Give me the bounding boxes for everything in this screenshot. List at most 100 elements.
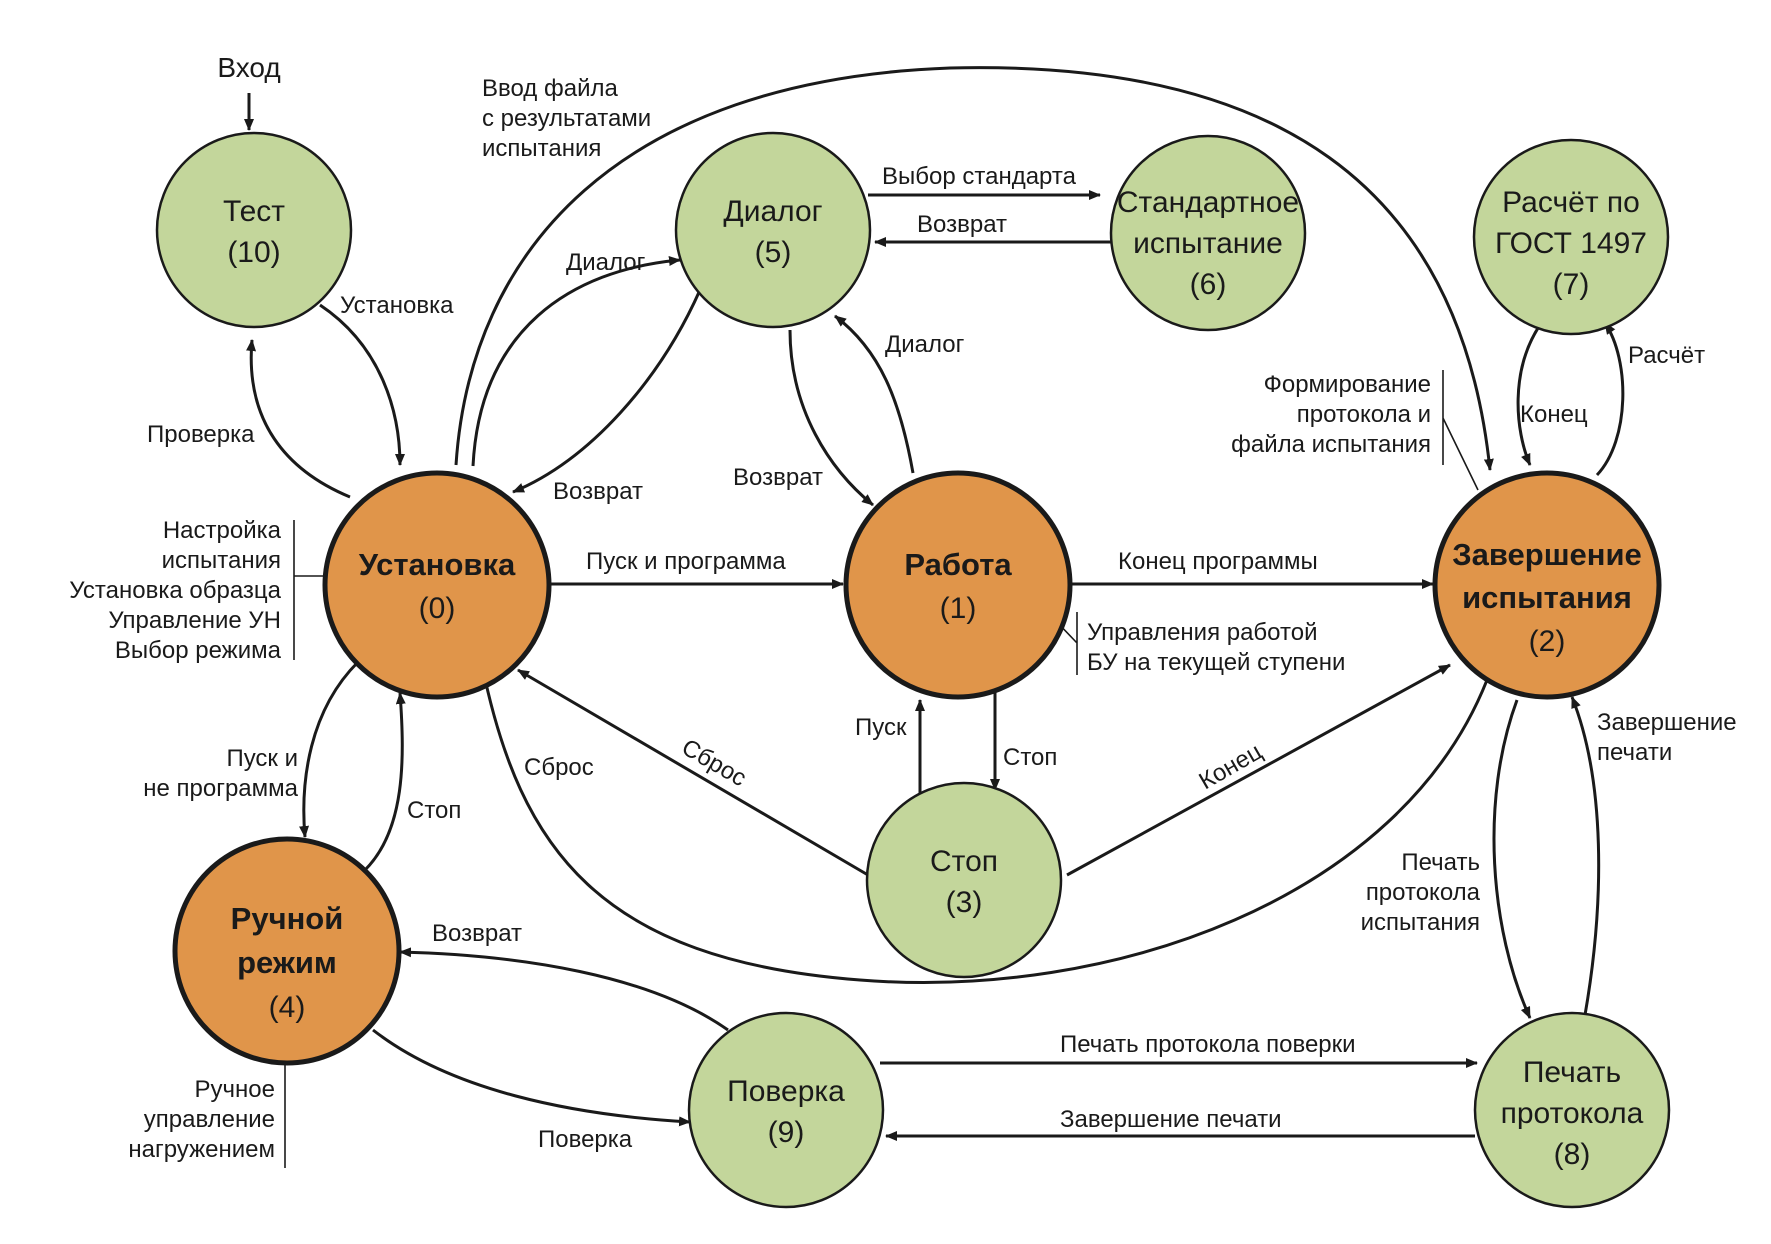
- label-1-5: Диалог: [885, 331, 965, 358]
- label-0-10: Проверка: [147, 421, 255, 448]
- node-8-subtitle: протокола: [1501, 1097, 1644, 1130]
- edge-5-0: [512, 289, 702, 494]
- label-8-2-2: печати: [1597, 739, 1672, 766]
- label-0-4-2: не программа: [143, 775, 298, 802]
- label-file-3: испытания: [482, 135, 601, 162]
- node-4-number: (4): [269, 991, 306, 1024]
- node-1-number: (1): [940, 592, 977, 625]
- label-4-9: Поверка: [538, 1126, 633, 1153]
- edge-3-2: [1066, 663, 1451, 877]
- node-3-number: (3): [946, 886, 983, 919]
- n0-note: Настройка: [163, 517, 282, 544]
- node-10-number: (10): [227, 236, 280, 269]
- node-7-subtitle: ГОСТ 1497: [1495, 227, 1647, 260]
- label-5-0: Возврат: [553, 478, 643, 505]
- label-7-2: Конец: [1520, 401, 1588, 428]
- label-10-0: Установка: [340, 292, 454, 319]
- n1-note: БУ на текущей ступени: [1087, 649, 1345, 676]
- label-0-4-1: Пуск и: [226, 745, 298, 772]
- node-4-subtitle: режим: [237, 945, 337, 980]
- label-9-8: Печать протокола поверки: [1060, 1031, 1356, 1058]
- label-2-7: Расчёт: [1628, 342, 1705, 369]
- node-0-title: Установка: [359, 547, 516, 582]
- node-1[interactable]: Работа (1): [843, 470, 1073, 700]
- node-4[interactable]: Ручной режим (4): [172, 836, 402, 1066]
- edge-0-2-file: [454, 66, 1494, 471]
- n0-note: Установка образца: [69, 577, 281, 604]
- edge-8-2: [1570, 696, 1601, 1016]
- n1-note: Управления работой: [1087, 619, 1317, 646]
- label-0-1: Пуск и программа: [586, 548, 786, 575]
- node-2[interactable]: Завершение испытания (2): [1432, 470, 1662, 700]
- node-6[interactable]: Стандартное испытание (6): [1109, 134, 1307, 332]
- n2-notes: Формирование протокола и файла испытания: [1231, 371, 1431, 458]
- node-4-title: Ручной: [231, 901, 344, 936]
- n0-note: испытания: [162, 547, 281, 574]
- edge-7-2: [1516, 324, 1542, 466]
- node-9[interactable]: Поверка (9): [687, 1011, 885, 1209]
- node-1-title: Работа: [904, 547, 1012, 582]
- edge-1-5: [834, 314, 915, 474]
- label-2-8-1: Печать: [1401, 849, 1480, 876]
- edge-5-1: [788, 329, 874, 507]
- label-8-9: Завершение печати: [1060, 1106, 1282, 1133]
- edge-4-9: [372, 1028, 691, 1127]
- node-6-subtitle: испытание: [1133, 227, 1283, 260]
- node-5-number: (5): [755, 236, 792, 269]
- edge-2-8: [1492, 699, 1532, 1019]
- n2-note: протокола и: [1297, 401, 1431, 428]
- edge-0-4: [299, 660, 360, 838]
- edge-10-0: [319, 303, 405, 466]
- n1-notes: Управления работой БУ на текущей ступени: [1087, 619, 1345, 676]
- node-2-number: (2): [1529, 625, 1566, 658]
- node-9-number: (9): [768, 1116, 805, 1149]
- edge-0-10: [246, 339, 351, 499]
- node-5[interactable]: Диалог (5): [674, 131, 872, 329]
- label-3-1: Пуск: [855, 714, 907, 741]
- label-1-3: Стоп: [1003, 744, 1057, 771]
- label-reset: Сброс: [524, 754, 594, 781]
- node-7-number: (7): [1553, 268, 1590, 301]
- label-5-1: Возврат: [733, 464, 823, 491]
- label-file-1: Ввод файла: [482, 75, 618, 102]
- node-8-title: Печать: [1523, 1056, 1621, 1089]
- node-7-title: Расчёт по: [1502, 186, 1640, 219]
- n4-notes: Ручное управление нагружением: [128, 1076, 275, 1163]
- annotations: Настройка испытания Установка образца Уп…: [69, 371, 1431, 1163]
- n4-note: нагружением: [128, 1136, 275, 1163]
- label-4-0: Стоп: [407, 797, 461, 824]
- bracket-n0: [293, 520, 327, 660]
- n0-note: Управление УН: [108, 607, 281, 634]
- label-file-2: с результатами: [482, 105, 651, 132]
- bracket-n2: [1442, 370, 1479, 491]
- label-2-8-2: протокола: [1366, 879, 1481, 906]
- entry-label: Вход: [217, 52, 280, 83]
- node-2-title: Завершение: [1452, 537, 1642, 572]
- n2-note: файла испытания: [1231, 431, 1431, 458]
- label-5-6: Выбор стандарта: [882, 163, 1077, 190]
- node-3[interactable]: Стоп (3): [865, 781, 1063, 979]
- n0-note: Выбор режима: [115, 637, 282, 664]
- edge-3-0-reset: [517, 668, 869, 877]
- node-7[interactable]: Расчёт по ГОСТ 1497 (7): [1472, 138, 1670, 336]
- node-9-title: Поверка: [727, 1075, 845, 1108]
- node-0-number: (0): [419, 592, 456, 625]
- n4-note: управление: [144, 1106, 275, 1133]
- edge-9-4: [399, 947, 729, 1032]
- label-0-5: Диалог: [566, 249, 646, 276]
- node-10-title: Тест: [223, 195, 285, 228]
- node-10[interactable]: Тест (10): [155, 131, 353, 329]
- edge-2-7: [1595, 322, 1625, 477]
- edge-4-0: [363, 692, 406, 872]
- label-8-2-1: Завершение: [1597, 709, 1737, 736]
- node-3-title: Стоп: [930, 845, 998, 878]
- node-5-title: Диалог: [723, 195, 822, 228]
- node-6-number: (6): [1190, 268, 1227, 301]
- node-8[interactable]: Печать протокола (8): [1473, 1011, 1671, 1209]
- n4-note: Ручное: [195, 1076, 275, 1103]
- label-9-4: Возврат: [432, 920, 522, 947]
- n2-note: Формирование: [1264, 371, 1431, 398]
- n0-notes: Настройка испытания Установка образца Уп…: [69, 517, 281, 664]
- node-0[interactable]: Установка (0): [322, 470, 552, 700]
